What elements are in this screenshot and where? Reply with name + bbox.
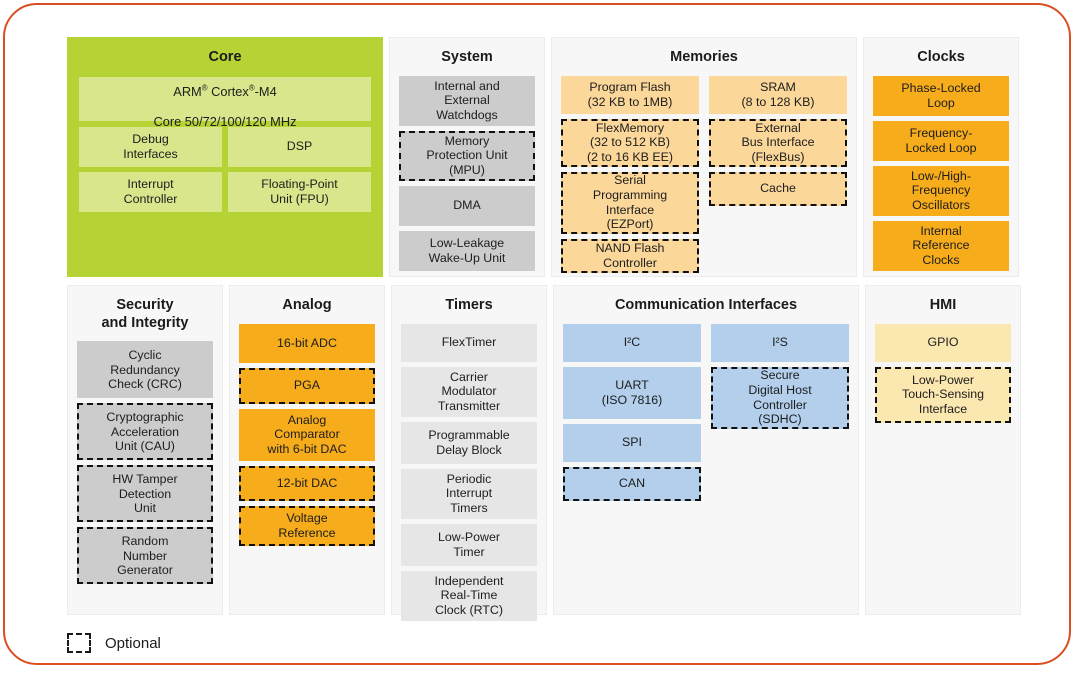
- block-nand-flash-controller: NAND Flash Controller: [561, 238, 699, 273]
- block-hw-tamper-detection: HW Tamper Detection Unit: [77, 465, 213, 523]
- block-arm-cortex-m4: ARM® Cortex®-M4 Core 50/72/100/120 MHz: [79, 76, 371, 129]
- panel-core: Core ARM® Cortex®-M4 Core 50/72/100/120 …: [67, 37, 383, 277]
- block-random-number-generator: Random Number Generator: [77, 527, 213, 585]
- panel-title-communication: Communication Interfaces: [614, 297, 798, 313]
- panel-system: System Internal and External Watchdogs M…: [389, 37, 545, 277]
- memories-columns: Program Flash (32 KB to 1MB) FlexMemory …: [561, 75, 847, 273]
- block-dma: DMA: [399, 185, 535, 226]
- block-crc: Cyclic Redundancy Check (CRC): [77, 341, 213, 399]
- block-voltage-reference: Voltage Reference: [239, 505, 375, 546]
- block-frequency-locked-loop: Frequency- Locked Loop: [873, 120, 1009, 161]
- block-interrupt-controller: Interrupt Controller: [79, 171, 222, 212]
- block-gpio: GPIO: [875, 323, 1011, 362]
- block-label: ARM® Cortex®-M4 Core 50/72/100/120 MHz: [154, 69, 297, 129]
- block-can: CAN: [563, 466, 701, 501]
- clocks-blocks: Phase-Locked Loop Frequency- Locked Loop…: [873, 75, 1009, 271]
- block-low-leakage-wakeup-unit: Low-Leakage Wake-Up Unit: [399, 230, 535, 271]
- diagram-row-bottom: Security and Integrity Cyclic Redundancy…: [67, 285, 1023, 621]
- panel-memories: Memories Program Flash (32 KB to 1MB) Fl…: [551, 37, 857, 277]
- block-debug-interfaces: Debug Interfaces: [79, 126, 222, 167]
- communication-columns: I²C UART (ISO 7816) SPI CAN I²S Secure D…: [563, 323, 849, 501]
- block-i2c: I²C: [563, 323, 701, 362]
- panel-title-memories: Memories: [670, 49, 738, 65]
- panel-title-security: Security and Integrity: [101, 297, 189, 331]
- system-blocks: Internal and External Watchdogs Memory P…: [399, 75, 535, 271]
- analog-blocks: 16-bit ADC PGA Analog Comparator with 6-…: [239, 323, 375, 546]
- memories-left-column: Program Flash (32 KB to 1MB) FlexMemory …: [561, 75, 699, 273]
- panel-title-hmi: HMI: [929, 297, 957, 313]
- block-carrier-modulator-transmitter: Carrier Modulator Transmitter: [401, 366, 537, 417]
- core-block-row-2: Interrupt Controller Floating-Point Unit…: [79, 171, 371, 212]
- block-flexmemory: FlexMemory (32 to 512 KB) (2 to 16 KB EE…: [561, 118, 699, 167]
- block-sdhc: Secure Digital Host Controller (SDHC): [711, 366, 849, 429]
- memories-right-column: SRAM (8 to 128 KB) External Bus Interfac…: [709, 75, 847, 273]
- block-sram: SRAM (8 to 128 KB): [709, 75, 847, 114]
- diagram-frame: Core ARM® Cortex®-M4 Core 50/72/100/120 …: [3, 3, 1071, 665]
- panel-timers: Timers FlexTimer Carrier Modulator Trans…: [391, 285, 547, 621]
- block-i2s: I²S: [711, 323, 849, 362]
- block-memory-protection-unit: Memory Protection Unit (MPU): [399, 130, 535, 181]
- panel-hmi: HMI GPIO Low-Power Touch-Sensing Interfa…: [865, 285, 1021, 615]
- hmi-blocks: GPIO Low-Power Touch-Sensing Interface: [875, 323, 1011, 423]
- block-low-power-touch-sensing: Low-Power Touch-Sensing Interface: [875, 366, 1011, 423]
- panel-title-clocks: Clocks: [917, 49, 965, 65]
- block-pga: PGA: [239, 367, 375, 404]
- panel-title-timers: Timers: [445, 297, 493, 313]
- panel-title-system: System: [441, 49, 493, 65]
- block-12-bit-dac: 12-bit DAC: [239, 465, 375, 501]
- block-phase-locked-loop: Phase-Locked Loop: [873, 75, 1009, 116]
- panel-title-analog: Analog: [282, 297, 332, 313]
- panel-analog: Analog 16-bit ADC PGA Analog Comparator …: [229, 285, 385, 615]
- panel-security: Security and Integrity Cyclic Redundancy…: [67, 285, 223, 615]
- block-cau: Cryptographic Acceleration Unit (CAU): [77, 403, 213, 461]
- panel-title-core: Core: [208, 49, 242, 65]
- legend: Optional: [67, 633, 161, 653]
- block-flextimer: FlexTimer: [401, 323, 537, 362]
- block-internal-reference-clocks: Internal Reference Clocks: [873, 220, 1009, 271]
- diagram-row-top: Core ARM® Cortex®-M4 Core 50/72/100/120 …: [67, 37, 1023, 277]
- block-watchdogs: Internal and External Watchdogs: [399, 75, 535, 126]
- block-analog-comparator: Analog Comparator with 6-bit DAC: [239, 408, 375, 461]
- block-diagram: Core ARM® Cortex®-M4 Core 50/72/100/120 …: [67, 37, 1023, 621]
- panel-communication-interfaces: Communication Interfaces I²C UART (ISO 7…: [553, 285, 859, 615]
- block-periodic-interrupt-timers: Periodic Interrupt Timers: [401, 468, 537, 519]
- block-spi: SPI: [563, 423, 701, 462]
- block-cache: Cache: [709, 171, 847, 206]
- block-16-bit-adc: 16-bit ADC: [239, 323, 375, 363]
- security-blocks: Cyclic Redundancy Check (CRC) Cryptograp…: [77, 341, 213, 585]
- arm-core-line2: Core 50/72/100/120 MHz: [153, 113, 297, 129]
- block-uart: UART (ISO 7816): [563, 366, 701, 419]
- legend-label-optional: Optional: [105, 634, 161, 652]
- block-external-bus-interface: External Bus Interface (FlexBus): [709, 118, 847, 167]
- block-program-flash: Program Flash (32 KB to 1MB): [561, 75, 699, 114]
- block-independent-rtc: Independent Real-Time Clock (RTC): [401, 570, 537, 621]
- panel-clocks: Clocks Phase-Locked Loop Frequency- Lock…: [863, 37, 1019, 277]
- timers-blocks: FlexTimer Carrier Modulator Transmitter …: [401, 323, 537, 621]
- block-dsp: DSP: [228, 126, 371, 167]
- communication-right-column: I²S Secure Digital Host Controller (SDHC…: [711, 323, 849, 501]
- arm-core-line1: ARM® Cortex®-M4: [173, 83, 277, 99]
- core-block-row-1: Debug Interfaces DSP: [79, 126, 371, 167]
- dashed-box-icon: [67, 633, 91, 653]
- block-oscillators: Low-/High- Frequency Oscillators: [873, 165, 1009, 216]
- block-low-power-timer: Low-Power Timer: [401, 523, 537, 566]
- block-floating-point-unit: Floating-Point Unit (FPU): [228, 171, 371, 212]
- communication-left-column: I²C UART (ISO 7816) SPI CAN: [563, 323, 701, 501]
- block-serial-programming-interface: Serial Programming Interface (EZPort): [561, 171, 699, 234]
- block-programmable-delay-block: Programmable Delay Block: [401, 421, 537, 464]
